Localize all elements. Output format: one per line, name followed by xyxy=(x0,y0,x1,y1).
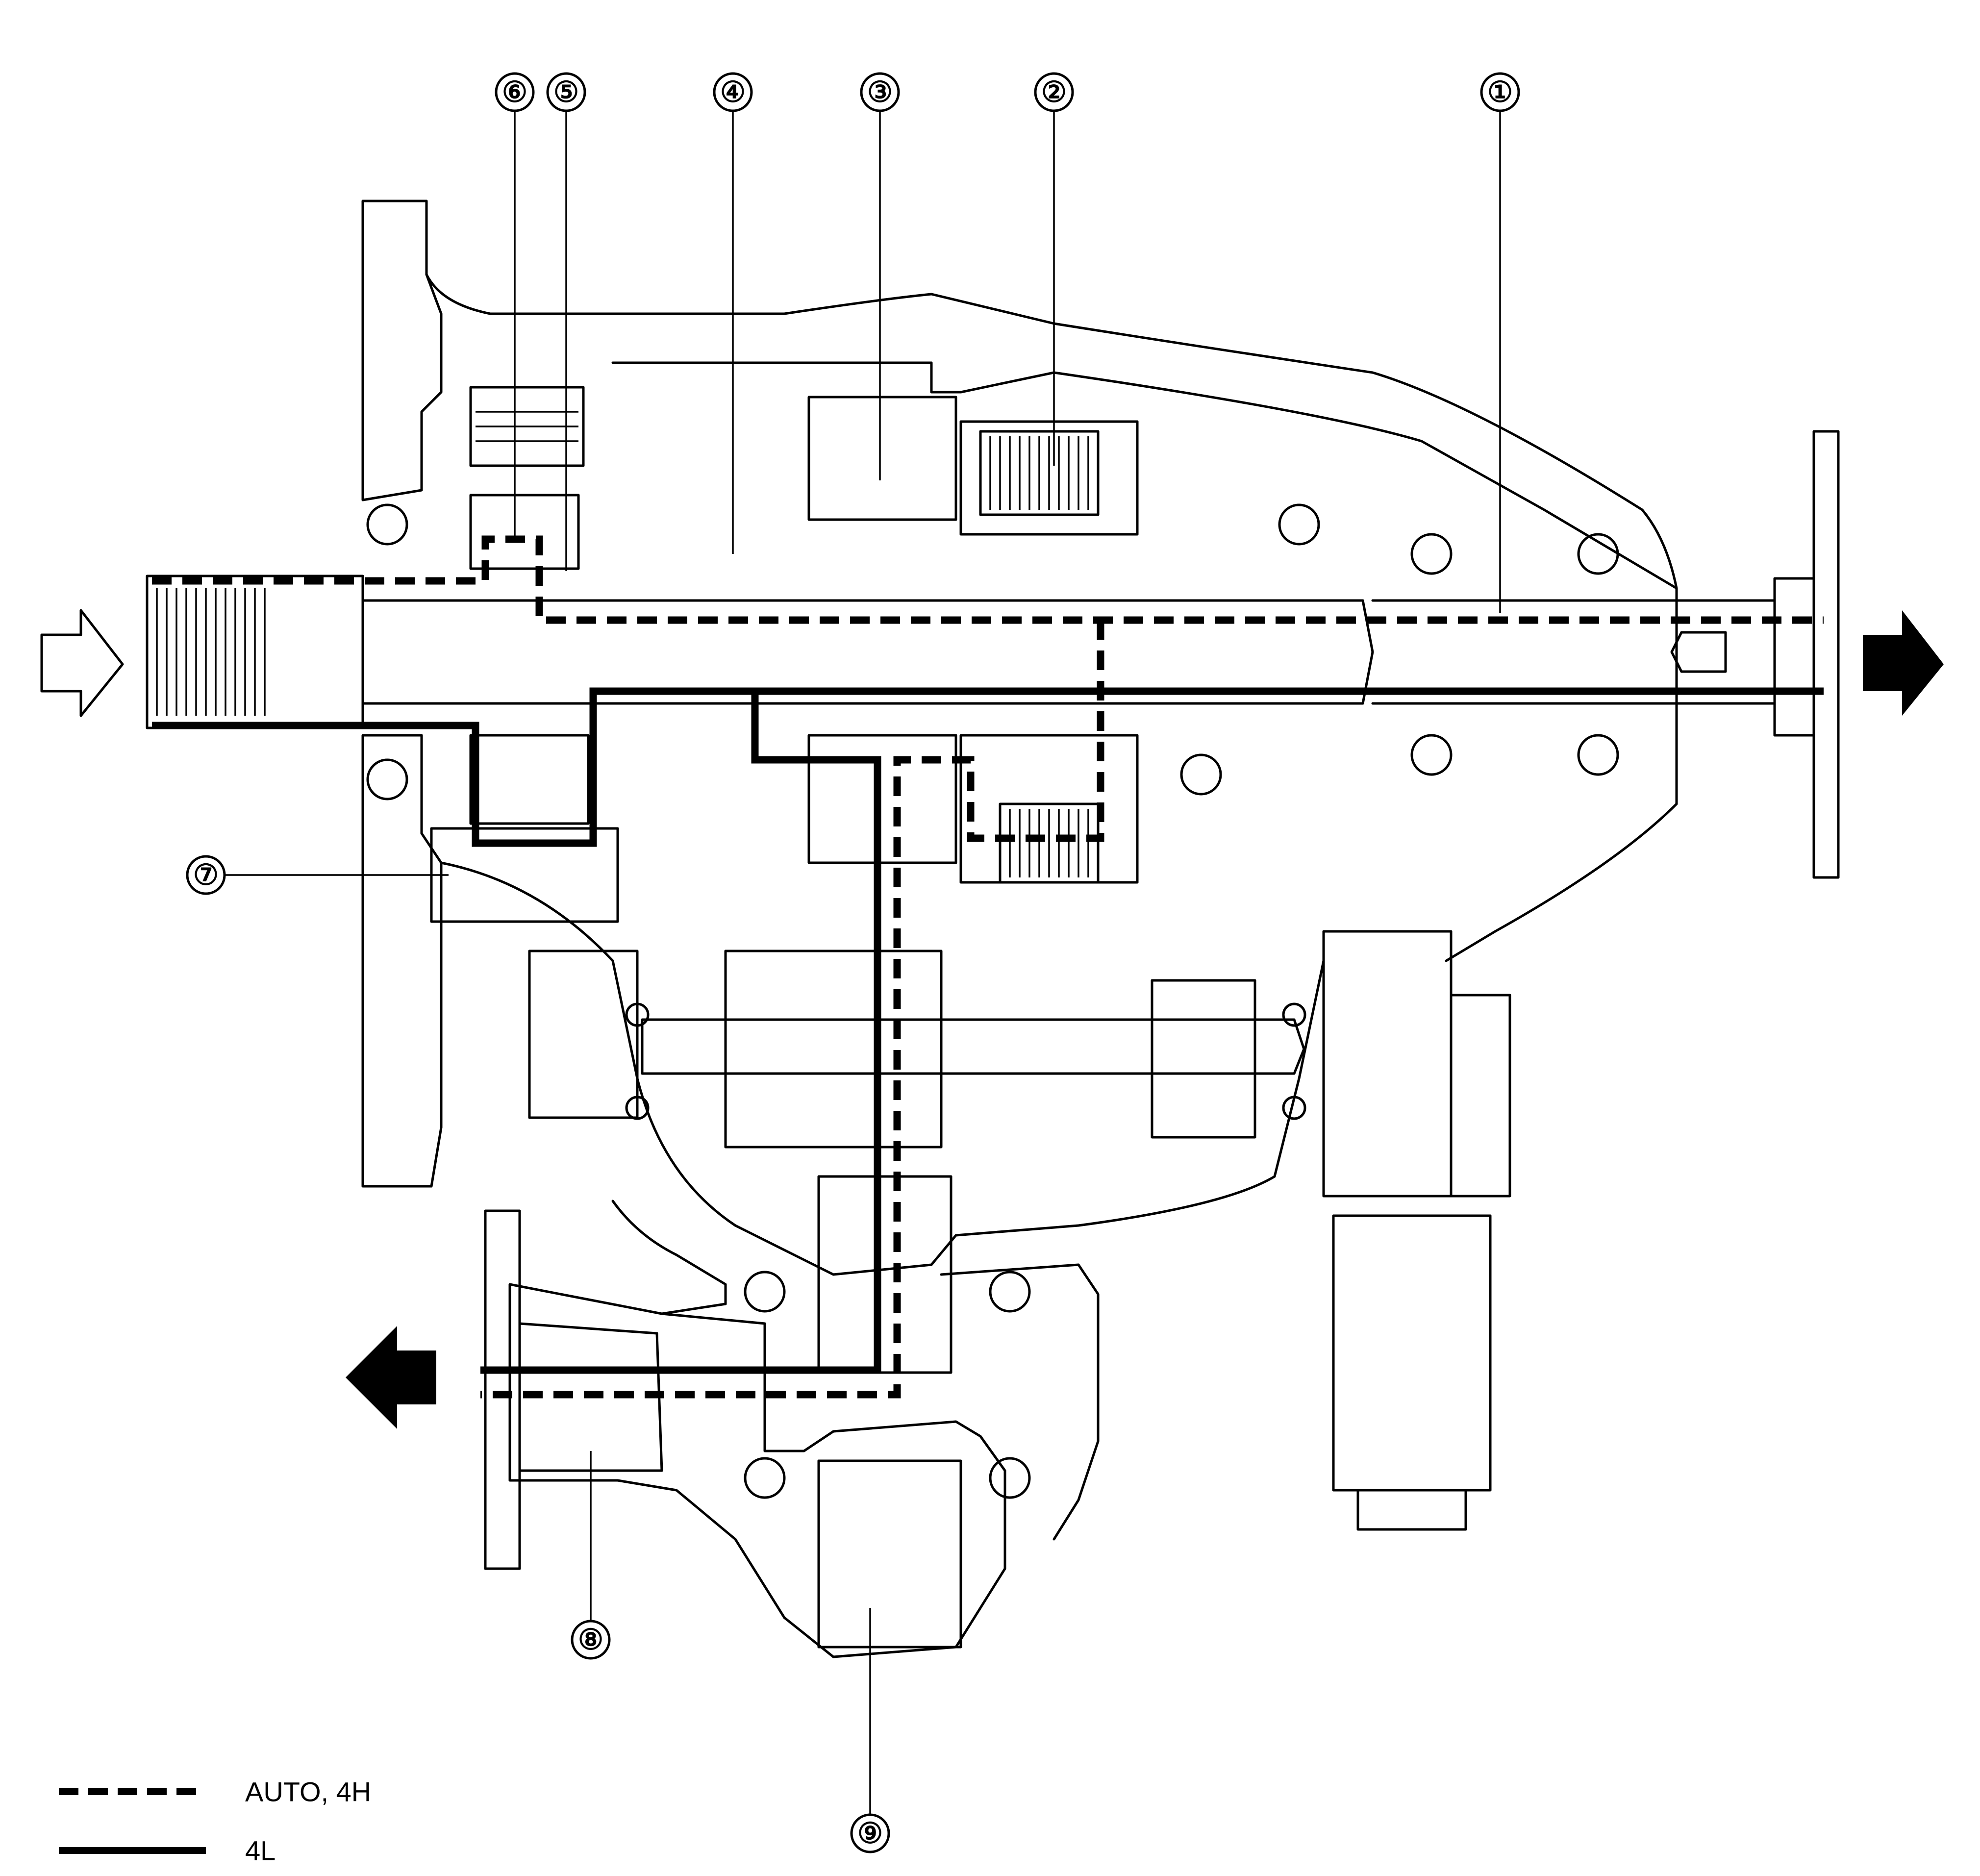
callout-5: ⑤ xyxy=(546,72,586,112)
callout-2: ② xyxy=(1034,72,1074,112)
svg-text:③: ③ xyxy=(867,76,893,108)
svg-text:②: ② xyxy=(1041,76,1067,108)
callout-9: ⑨ xyxy=(850,1813,890,1853)
svg-text:⑨: ⑨ xyxy=(857,1818,883,1850)
callout-7: ⑦ xyxy=(186,855,226,895)
power-flow-auto-4h xyxy=(152,535,1824,1399)
rear-output-shaft xyxy=(1371,599,1776,705)
callout-6: ⑥ xyxy=(495,72,535,112)
bearings xyxy=(366,503,1619,1499)
callout-4: ④ xyxy=(713,72,753,112)
svg-text:⑦: ⑦ xyxy=(193,859,219,891)
multi-plate-clutch xyxy=(979,430,1100,884)
svg-text:④: ④ xyxy=(720,76,746,108)
callout-leaders xyxy=(226,110,1501,1814)
front-output-arrow-icon xyxy=(346,1326,436,1429)
callout-3: ③ xyxy=(860,72,900,112)
svg-text:⑥: ⑥ xyxy=(502,76,527,108)
transfer-case-housing xyxy=(361,200,1840,1658)
planetary-gear xyxy=(430,386,619,923)
legend-solid-label: 4L xyxy=(245,1835,276,1866)
svg-text:①: ① xyxy=(1487,76,1513,108)
legend: AUTO, 4H 4L xyxy=(59,1776,371,1866)
input-arrow-icon xyxy=(40,609,124,717)
rear-output-arrow-icon xyxy=(1863,610,1944,716)
front-drive-shaft xyxy=(641,1018,1305,1075)
callout-1: ① xyxy=(1480,72,1520,112)
svg-text:⑧: ⑧ xyxy=(578,1624,603,1656)
legend-dashed-label: AUTO, 4H xyxy=(245,1776,371,1807)
svg-text:⑤: ⑤ xyxy=(553,76,579,108)
mainshaft xyxy=(146,575,1374,729)
callout-8: ⑧ xyxy=(571,1620,611,1660)
power-flow-4l xyxy=(152,687,1824,1374)
